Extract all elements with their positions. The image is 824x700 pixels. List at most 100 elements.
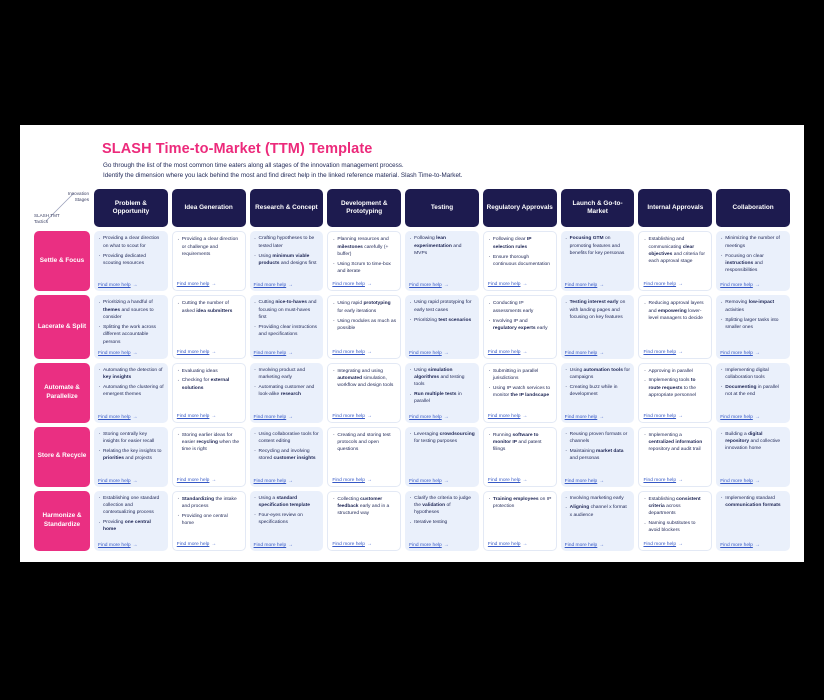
- find-more-help-link[interactable]: Find more help→: [332, 412, 396, 419]
- find-more-help-link[interactable]: Find more help→: [98, 281, 164, 288]
- find-more-help-link[interactable]: Find more help→: [720, 477, 786, 484]
- find-more-help-link[interactable]: Find more help→: [332, 476, 396, 483]
- find-more-help-link[interactable]: Find more help→: [254, 477, 320, 484]
- arrow-right-icon: →: [288, 350, 294, 356]
- arrow-right-icon: →: [132, 542, 138, 548]
- find-more-help-link[interactable]: Find more help→: [643, 476, 707, 483]
- find-more-help-link[interactable]: Find more help→: [488, 476, 552, 483]
- find-more-help-link[interactable]: Find more help→: [98, 349, 164, 356]
- find-more-help-link[interactable]: Find more help→: [177, 348, 241, 355]
- find-more-help-link[interactable]: Find more help→: [488, 540, 552, 547]
- tactic-item: Implementing digital collaboration tools: [720, 366, 786, 382]
- arrow-right-icon: →: [132, 414, 138, 420]
- find-more-help-link[interactable]: Find more help→: [98, 541, 164, 548]
- find-more-help-link[interactable]: Find more help→: [409, 281, 475, 288]
- find-more-help-link[interactable]: Find more help→: [254, 541, 320, 548]
- tactic-list: Using a standard specification templateF…: [254, 494, 320, 541]
- find-more-help-link[interactable]: Find more help→: [643, 412, 707, 419]
- find-more-help-link[interactable]: Find more help→: [409, 349, 475, 356]
- column-header[interactable]: Internal Approvals: [638, 189, 713, 228]
- tactic-list: Using rapid prototyping for early test c…: [409, 299, 475, 348]
- find-more-help-link[interactable]: Find more help→: [409, 541, 475, 548]
- find-more-help-link[interactable]: Find more help→: [565, 541, 631, 548]
- find-more-help-link[interactable]: Find more help→: [332, 540, 396, 547]
- matrix-cell: Collecting customer feedback early and i…: [327, 490, 402, 551]
- arrow-right-icon: →: [522, 349, 528, 355]
- matrix-cell: Conducting IP assessments earlyInvolving…: [482, 295, 557, 359]
- matrix-cell: Training employees on IP protectionFind …: [482, 490, 557, 551]
- find-more-help-link[interactable]: Find more help→: [332, 348, 396, 355]
- tactic-item: Using simulation algorithms and testing …: [409, 366, 475, 389]
- find-more-help-link[interactable]: Find more help→: [409, 413, 475, 420]
- matrix-cell: Establishing consistent criteria across …: [638, 490, 713, 551]
- find-more-help-link[interactable]: Find more help→: [254, 349, 320, 356]
- find-more-help-link[interactable]: Find more help→: [98, 413, 164, 420]
- tactic-item: Maintaining market data and personas: [565, 447, 631, 463]
- tactic-list: Building a digital repository and collec…: [720, 430, 786, 477]
- column-header[interactable]: Testing: [405, 189, 479, 228]
- find-more-help-link[interactable]: Find more help→: [643, 540, 707, 547]
- tactic-item: Iterative testing: [409, 519, 475, 528]
- tactic-item: Collecting customer feedback early and i…: [332, 495, 396, 518]
- find-more-help-link[interactable]: Find more help→: [643, 280, 707, 287]
- arrow-right-icon: →: [443, 350, 449, 356]
- find-more-help-link[interactable]: Find more help→: [177, 412, 241, 419]
- tactic-list: Cutting the number of asked idea submitt…: [177, 300, 241, 347]
- column-header[interactable]: Regulatory Approvals: [482, 189, 557, 228]
- find-more-help-link[interactable]: Find more help→: [720, 349, 786, 356]
- column-header[interactable]: Problem & Opportunity: [94, 189, 168, 228]
- find-more-help-link[interactable]: Find more help→: [409, 477, 475, 484]
- find-more-help-link[interactable]: Find more help→: [177, 280, 241, 287]
- arrow-right-icon: →: [443, 542, 449, 548]
- find-more-help-link[interactable]: Find more help→: [177, 540, 241, 547]
- column-header[interactable]: Research & Concept: [249, 189, 324, 228]
- row-header[interactable]: Harmonize & Standardize: [34, 490, 90, 551]
- arrow-right-icon: →: [366, 349, 372, 355]
- find-more-help-label: Find more help: [253, 542, 287, 548]
- find-more-help-label: Find more help: [98, 283, 131, 289]
- find-more-help-link[interactable]: Find more help→: [332, 280, 396, 287]
- find-more-help-link[interactable]: Find more help→: [488, 412, 552, 419]
- tactic-item: Using a standard specification template: [254, 494, 320, 510]
- row-header[interactable]: Store & Recycle: [34, 426, 90, 487]
- arrow-right-icon: →: [522, 541, 528, 547]
- column-header[interactable]: Collaboration: [716, 189, 790, 228]
- find-more-help-link[interactable]: Find more help→: [720, 413, 786, 420]
- tactic-list: Establishing and communicating clear obj…: [643, 236, 707, 280]
- tactic-item: Minimizing the number of meetings: [720, 235, 786, 250]
- find-more-help-label: Find more help: [720, 283, 753, 289]
- find-more-help-link[interactable]: Find more help→: [565, 477, 631, 484]
- find-more-help-label: Find more help: [409, 478, 442, 484]
- find-more-help-link[interactable]: Find more help→: [565, 281, 631, 288]
- find-more-help-link[interactable]: Find more help→: [98, 477, 164, 484]
- find-more-help-label: Find more help: [332, 413, 365, 419]
- find-more-help-link[interactable]: Find more help→: [488, 280, 552, 287]
- tactic-item: Reducing approval layers and empowering …: [643, 300, 707, 322]
- column-header[interactable]: Idea Generation: [171, 189, 246, 228]
- ttm-matrix: Innovation Stages SLASH TMT Tactics Prob…: [34, 189, 790, 551]
- tactic-item: Conducting IP assessments early: [488, 300, 552, 315]
- tactic-item: Approving in parallel: [643, 367, 707, 376]
- column-header[interactable]: Launch & Go-to-Market: [560, 189, 635, 228]
- find-more-help-link[interactable]: Find more help→: [488, 348, 552, 355]
- column-header[interactable]: Development & Prototyping: [327, 189, 402, 228]
- find-more-help-label: Find more help: [643, 477, 677, 483]
- find-more-help-link[interactable]: Find more help→: [254, 281, 320, 288]
- tactic-list: Reusing proven formats or channelsMainta…: [565, 430, 631, 477]
- row-header[interactable]: Settle & Focus: [34, 231, 90, 292]
- find-more-help-link[interactable]: Find more help→: [720, 281, 786, 288]
- tactic-list: Storing earlier ideas for easier recycli…: [177, 431, 241, 476]
- tactic-item: Storing earlier ideas for easier recycli…: [177, 431, 241, 454]
- row-header[interactable]: Lacerate & Split: [34, 295, 90, 359]
- tactic-item: Recycling and involving stored customer …: [254, 447, 320, 463]
- find-more-help-link[interactable]: Find more help→: [643, 348, 707, 355]
- tactic-item: Splitting the work across different acco…: [98, 323, 164, 346]
- matrix-cell: Using collaborative tools for content ed…: [249, 426, 324, 487]
- tactic-list: Implementing a centralized information r…: [643, 431, 707, 476]
- find-more-help-link[interactable]: Find more help→: [254, 413, 320, 420]
- find-more-help-link[interactable]: Find more help→: [720, 541, 786, 548]
- find-more-help-link[interactable]: Find more help→: [565, 349, 631, 356]
- find-more-help-link[interactable]: Find more help→: [177, 476, 241, 483]
- row-header[interactable]: Automate & Parallelize: [34, 362, 90, 423]
- find-more-help-link[interactable]: Find more help→: [565, 413, 631, 420]
